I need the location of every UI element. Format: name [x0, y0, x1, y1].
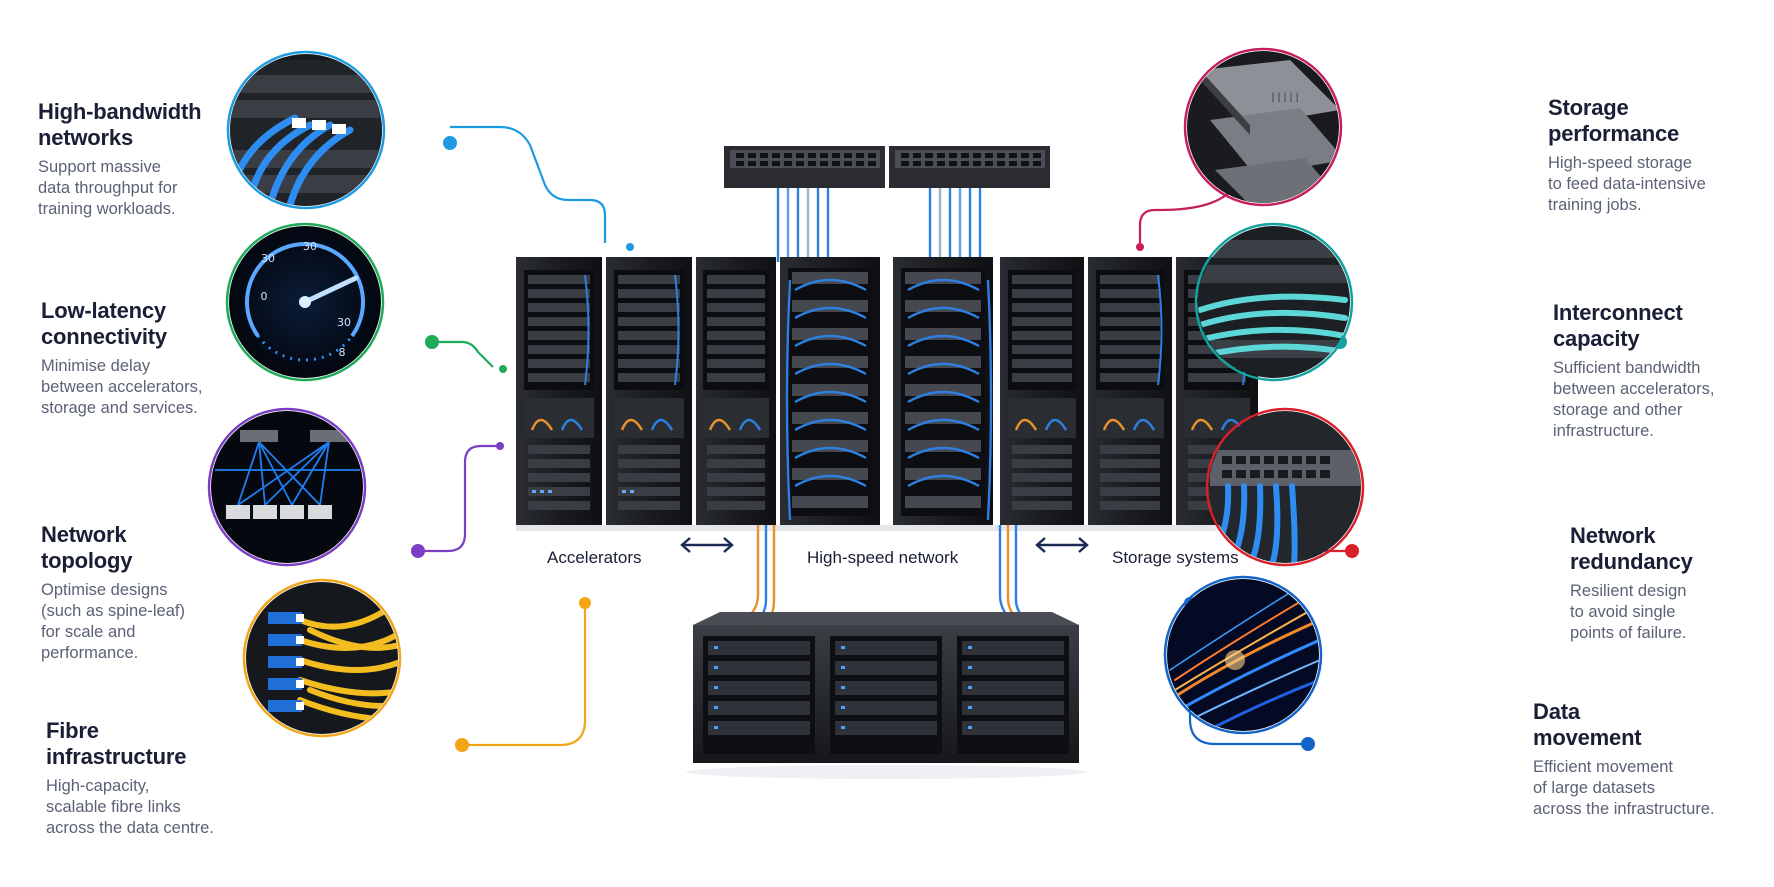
network-rack-left	[780, 257, 880, 525]
feature-title: Interconnect capacity	[1553, 300, 1683, 351]
storage-rack-1	[1000, 257, 1084, 525]
feature-fibre: Fibre infrastructure High-capacity, scal…	[46, 718, 276, 839]
feature-title: Network topology	[41, 522, 133, 573]
feature-topology: Network topology Optimise designs (such …	[41, 522, 271, 664]
feature-description: Resilient design to avoid single points …	[1570, 582, 1687, 642]
accelerator-rack-1	[516, 257, 602, 525]
feature-description: Minimise delay between accelerators, sto…	[41, 357, 203, 417]
top-switches	[724, 146, 1050, 262]
svg-text:|||||: |||||	[1270, 92, 1300, 103]
feature-redundancy: Network redundancy Resilient design to a…	[1570, 523, 1774, 644]
feature-interconnect: Interconnect capacity Sufficient bandwid…	[1553, 300, 1774, 442]
teal-cable-bundle-icon	[1194, 222, 1354, 382]
feature-description: Efficient movement of large datasets acr…	[1533, 758, 1715, 818]
storage-array-cables	[734, 525, 1041, 629]
feature-description: Sufficient bandwidth between accelerator…	[1553, 359, 1715, 440]
feature-description: High-speed storage to feed data-intensiv…	[1548, 154, 1706, 214]
top-switch-left	[724, 146, 885, 188]
feature-description: High-capacity, scalable fibre links acro…	[46, 777, 214, 837]
feature-title: Fibre infrastructure	[46, 718, 187, 769]
connector-topology	[418, 444, 497, 553]
feature-title: Network redundancy	[1570, 523, 1693, 574]
feature-low-latency: Low-latency connectivity Minimise delay …	[41, 298, 271, 419]
feature-data-movement: Data movement Efficient movement of larg…	[1533, 699, 1763, 820]
label-high-speed-network: High-speed network	[807, 548, 959, 567]
arrow-accelerators-network	[680, 537, 734, 553]
connector-data-movement	[1188, 600, 1308, 746]
light-streaks-icon	[1163, 575, 1323, 735]
arrow-network-storage	[1035, 537, 1089, 553]
gauge-tick: 0	[261, 290, 268, 303]
connector-high-bandwidth	[450, 125, 607, 243]
gauge-tick: 8	[339, 346, 346, 359]
spine-leaf-topology-icon	[207, 407, 367, 567]
accelerator-rack-3	[696, 257, 776, 525]
feature-description: Optimise designs (such as spine-leaf) fo…	[41, 581, 185, 662]
flow-arrows	[680, 537, 1089, 553]
label-storage-systems: Storage systems	[1112, 548, 1239, 567]
storage-array	[686, 612, 1086, 779]
ssd-drives-icon: |||||	[1183, 47, 1343, 207]
gauge-tick: 30	[337, 316, 351, 329]
feature-title: Low-latency connectivity	[41, 298, 167, 349]
connector-fibre	[462, 600, 587, 747]
feature-title: Storage performance	[1548, 95, 1680, 146]
connector-low-latency	[432, 340, 494, 368]
gauge-tick: 30	[303, 240, 317, 253]
label-accelerators: Accelerators	[547, 548, 642, 567]
gauge-tick: 30	[261, 252, 275, 265]
feature-high-bandwidth: High-bandwidth networks Support massive …	[38, 99, 268, 220]
storage-rack-2	[1088, 257, 1172, 525]
top-switch-right	[889, 146, 1050, 188]
feature-description: Support massive data throughput for trai…	[38, 158, 178, 218]
rack-row	[516, 257, 1258, 531]
network-rack-right	[893, 257, 993, 525]
feature-storage-performance: Storage performance High-speed storage t…	[1548, 95, 1774, 216]
feature-title: High-bandwidth networks	[38, 99, 202, 150]
feature-title: Data movement	[1533, 699, 1642, 750]
accelerator-rack-2	[606, 257, 692, 525]
fibre-switch-ports-icon	[226, 50, 386, 210]
speedometer-icon: 30 30 30 0 8	[225, 222, 385, 382]
